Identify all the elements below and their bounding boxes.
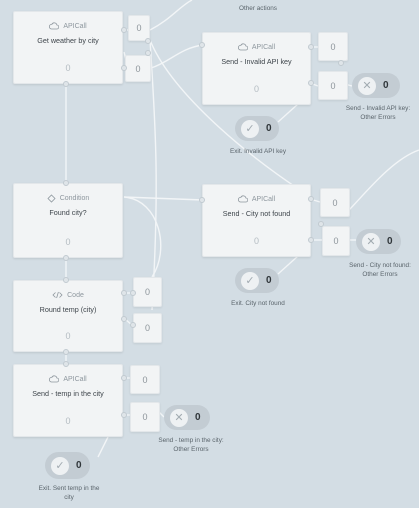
port-connector-dot[interactable] bbox=[145, 50, 151, 56]
port-connector-dot[interactable] bbox=[121, 65, 127, 71]
output-port[interactable]: 0 bbox=[320, 188, 350, 217]
port-connector-dot[interactable] bbox=[145, 38, 151, 44]
output-port[interactable]: 0 bbox=[130, 365, 160, 394]
error-exit-pill[interactable]: ✕ 0 bbox=[164, 405, 210, 430]
node-count: 0 bbox=[65, 331, 71, 341]
output-port[interactable]: 0 bbox=[125, 55, 151, 82]
apicall-node-send-invalid-key[interactable]: APICall Send - Invalid API key 0 bbox=[202, 32, 311, 105]
apicall-node-get-weather[interactable]: APICall Get weather by city 0 bbox=[13, 11, 123, 84]
node-count: 0 bbox=[65, 416, 71, 426]
code-node-round-temp[interactable]: Code Round temp (city) 0 bbox=[13, 280, 123, 352]
condition-node-found-city[interactable]: Condition Found city? 0 bbox=[13, 183, 123, 258]
port-connector-dot[interactable] bbox=[308, 196, 314, 202]
node-count: 0 bbox=[65, 237, 71, 247]
output-port[interactable]: 0 bbox=[130, 402, 160, 432]
success-exit-pill[interactable]: ✓ 0 bbox=[235, 268, 279, 293]
error-exit-pill[interactable]: ✕ 0 bbox=[352, 73, 400, 98]
exit-label: Send - Invalid API key: Other Errors bbox=[345, 105, 411, 121]
node-type-label: APICall bbox=[63, 375, 87, 383]
x-icon: ✕ bbox=[358, 76, 376, 95]
diamond-icon bbox=[47, 193, 56, 203]
port-connector-dot[interactable] bbox=[308, 237, 314, 243]
output-port[interactable]: 0 bbox=[318, 71, 348, 100]
port-connector-dot[interactable] bbox=[308, 80, 314, 86]
output-port[interactable]: 0 bbox=[318, 32, 348, 61]
node-output-dot[interactable] bbox=[63, 81, 69, 87]
node-output-dot[interactable] bbox=[63, 349, 69, 355]
error-exit-pill[interactable]: ✕ 0 bbox=[356, 229, 401, 254]
apicall-node-send-temp[interactable]: APICall Send - temp in the city 0 bbox=[13, 364, 123, 437]
port-connector-dot[interactable] bbox=[130, 290, 136, 296]
node-type-label: Condition bbox=[59, 194, 90, 202]
check-icon: ✓ bbox=[241, 271, 259, 290]
output-port[interactable]: 0 bbox=[133, 313, 162, 343]
x-icon: ✕ bbox=[170, 408, 188, 427]
port-connector-dot[interactable] bbox=[121, 375, 127, 381]
output-port[interactable]: 0 bbox=[133, 277, 162, 307]
node-title: Round temp (city) bbox=[39, 305, 97, 314]
output-port[interactable]: 0 bbox=[128, 15, 150, 41]
other-actions-label: Other actions bbox=[238, 5, 277, 12]
node-count: 0 bbox=[253, 236, 259, 246]
check-icon: ✓ bbox=[241, 119, 259, 138]
node-count: 0 bbox=[253, 84, 259, 94]
check-icon: ✓ bbox=[51, 456, 69, 475]
node-title: Get weather by city bbox=[37, 36, 99, 45]
output-port[interactable]: 0 bbox=[322, 226, 350, 256]
apicall-node-send-city-not-found[interactable]: APICall Send - City not found 0 bbox=[202, 184, 311, 257]
port-connector-dot[interactable] bbox=[318, 221, 324, 227]
exit-label: Exit. City not found bbox=[231, 300, 285, 307]
port-connector-dot[interactable] bbox=[121, 412, 127, 418]
exit-label: Exit. Sent temp in the city bbox=[38, 485, 100, 501]
cloud-icon bbox=[237, 43, 248, 51]
port-connector-dot[interactable] bbox=[130, 322, 136, 328]
port-connector-dot[interactable] bbox=[121, 27, 127, 33]
success-exit-pill[interactable]: ✓ 0 bbox=[45, 452, 90, 479]
port-connector-dot[interactable] bbox=[308, 44, 314, 50]
node-output-dot[interactable] bbox=[63, 255, 69, 261]
port-connector-dot[interactable] bbox=[338, 60, 344, 66]
cloud-icon bbox=[49, 375, 60, 383]
node-input-dot[interactable] bbox=[199, 197, 205, 203]
node-title: Send - City not found bbox=[222, 209, 291, 218]
port-connector-dot[interactable] bbox=[121, 290, 127, 296]
node-type-label: APICall bbox=[251, 195, 276, 203]
node-input-dot[interactable] bbox=[63, 277, 69, 283]
node-input-dot[interactable] bbox=[63, 361, 69, 367]
node-type-label: APICall bbox=[63, 22, 87, 30]
node-title: Send - temp in the city bbox=[32, 389, 104, 398]
success-exit-pill[interactable]: ✓ 0 bbox=[235, 116, 279, 141]
cloud-icon bbox=[49, 22, 60, 30]
node-count: 0 bbox=[65, 63, 71, 73]
node-type-label: Code bbox=[67, 291, 84, 299]
code-brackets-icon bbox=[52, 291, 63, 299]
exit-label: Send - temp in the city: Other Errors bbox=[158, 437, 224, 453]
node-title: Send - Invalid API key bbox=[221, 57, 292, 66]
exit-label: Exit. Invalid API key bbox=[229, 148, 287, 155]
node-input-dot[interactable] bbox=[199, 42, 205, 48]
cloud-icon bbox=[237, 195, 248, 203]
x-icon: ✕ bbox=[362, 232, 380, 251]
port-connector-dot[interactable] bbox=[121, 316, 127, 322]
node-input-dot[interactable] bbox=[63, 180, 69, 186]
node-title: Found city? bbox=[49, 208, 87, 217]
exit-label: Send - City not found: Other Errors bbox=[349, 262, 411, 278]
node-type-label: APICall bbox=[251, 43, 276, 51]
